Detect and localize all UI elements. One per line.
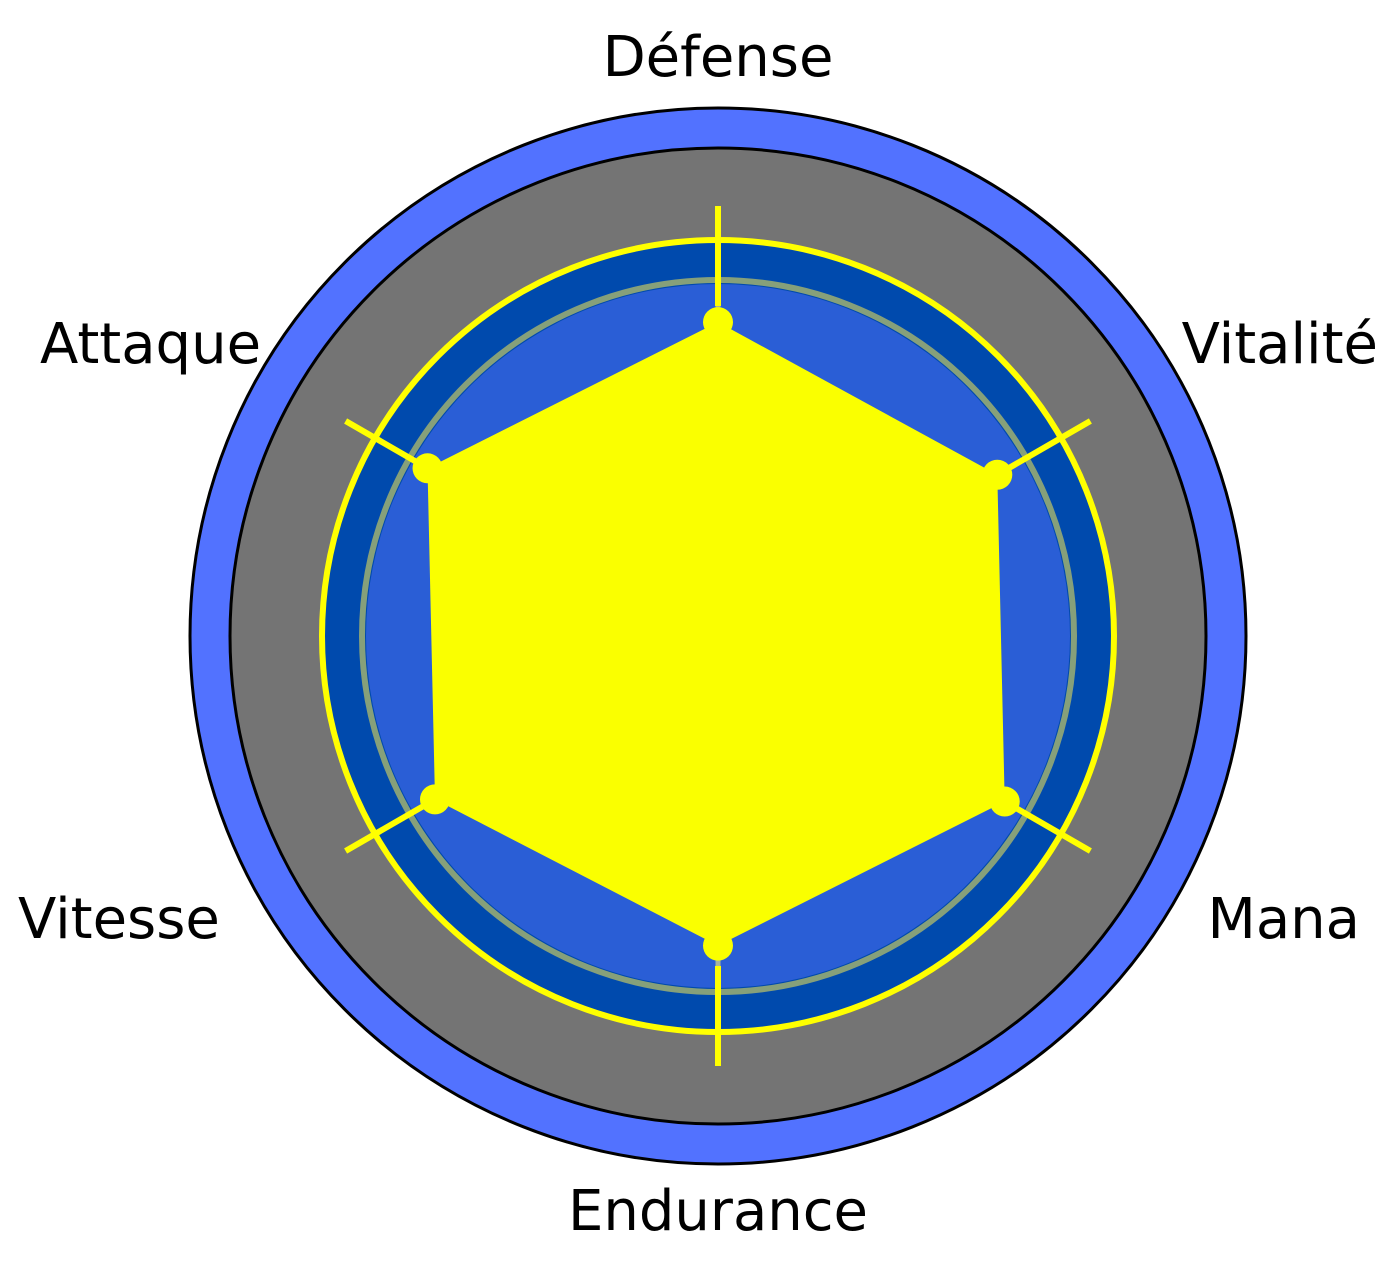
axis-tick-vitalite: [1002, 418, 1092, 474]
stat-point-endurance: [703, 930, 733, 961]
stat-points: [412, 307, 1020, 961]
axis-tick-mana: [1002, 798, 1092, 854]
stat-point-mana: [989, 786, 1020, 817]
label-endurance: Endurance: [568, 1179, 868, 1244]
label-vitesse: Vitesse: [18, 887, 220, 952]
label-attaque: Attaque: [40, 312, 261, 377]
stat-point-defense: [703, 307, 733, 338]
label-defense: Défense: [603, 25, 834, 90]
stat-point-vitalite: [982, 459, 1013, 490]
stat-polygon: [427, 322, 1005, 946]
stat-point-vitesse: [419, 784, 450, 815]
stat-point-attaque: [412, 453, 443, 484]
axis-tick-vitesse: [344, 798, 434, 854]
label-vitalite: Vitalité: [1182, 312, 1378, 377]
label-mana: Mana: [1208, 887, 1360, 952]
